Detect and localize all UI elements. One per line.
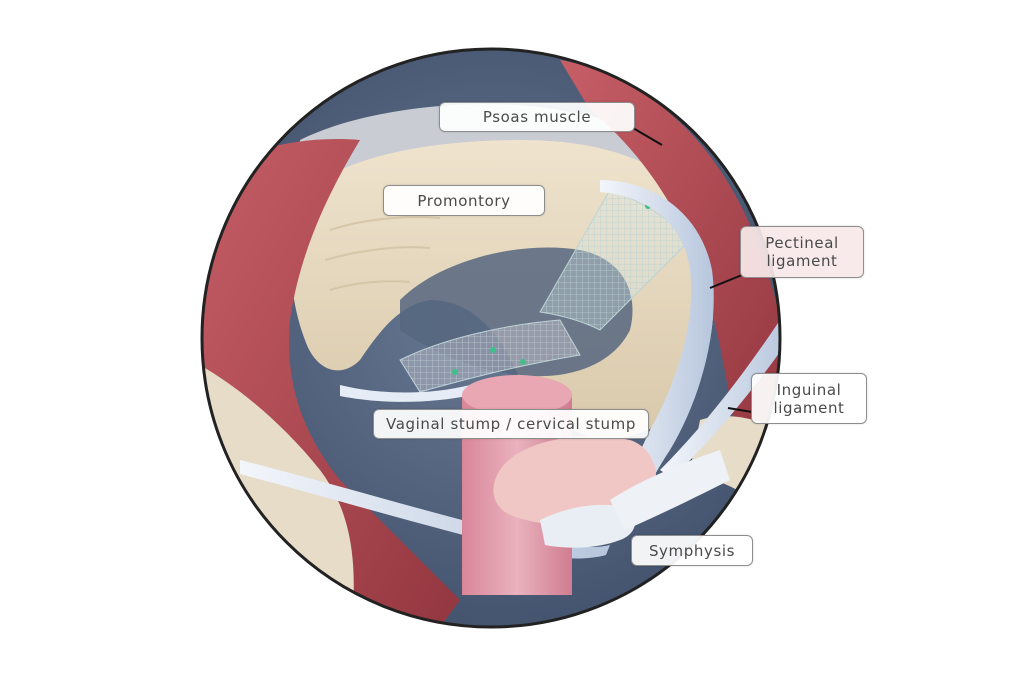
label-promontory: Promontory	[383, 185, 545, 216]
symphysis-bone	[540, 504, 636, 548]
pelvic-brim	[340, 385, 472, 402]
label-inguinal-ligament: Inguinal ligament	[751, 373, 867, 424]
label-vaginal-stump: Vaginal stump / cervical stump	[373, 409, 649, 439]
right-psoas-muscle	[560, 60, 780, 460]
sacrum-texture	[324, 216, 441, 291]
pectineal-ligament	[600, 180, 714, 520]
view-frame	[200, 47, 782, 629]
label-symphysis: Symphysis	[631, 535, 753, 566]
label-pectineal-ligament: Pectineal ligament	[740, 226, 864, 278]
leader-lines	[632, 127, 753, 413]
label-psoas-muscle: Psoas muscle	[439, 102, 635, 132]
right-pubic-bone	[610, 450, 730, 530]
inguinal-ligament	[660, 320, 780, 478]
left-inguinal-ligament	[240, 460, 610, 559]
